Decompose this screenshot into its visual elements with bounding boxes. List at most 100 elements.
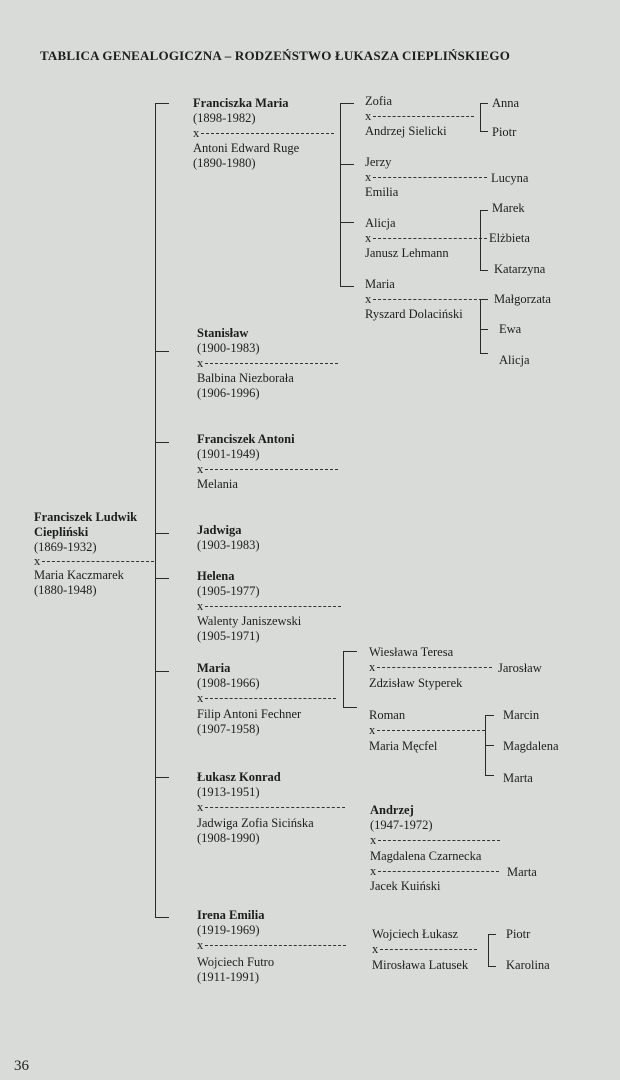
grandchild-spouse: Zdzisław Styperek	[369, 676, 463, 690]
grandchild-name: Andrzej	[370, 803, 414, 817]
marriage-line	[201, 133, 334, 134]
marriage-mark: x	[370, 864, 377, 878]
grandchild-name: Roman	[369, 708, 406, 722]
marriage-line	[373, 238, 487, 239]
marriage-mark: x	[365, 292, 372, 306]
marriage-line	[42, 561, 154, 562]
great-grandchild: Anna	[492, 96, 520, 110]
child-years: (1908-1966)	[197, 676, 260, 690]
child-spouse: Melania	[197, 477, 238, 491]
child-years: (1919-1969)	[197, 923, 260, 937]
grandchild-spouse: Andrzej Sielicki	[365, 124, 447, 138]
marriage-mark: x	[197, 800, 204, 814]
tick	[340, 222, 354, 223]
marriage-mark: x	[34, 554, 41, 568]
great-grandchild: Marta	[503, 771, 533, 785]
tick	[488, 934, 496, 935]
marriage-mark: x	[369, 660, 376, 674]
tick	[485, 775, 494, 776]
grandchild-spouse: Maria Męcfel	[369, 739, 438, 753]
tick	[155, 442, 169, 443]
tick	[480, 329, 488, 330]
tick	[155, 917, 169, 918]
marriage-mark: x	[197, 356, 204, 370]
child-name: Franciszek Antoni	[197, 432, 295, 446]
great-grandchild: Ewa	[499, 322, 522, 336]
child-name: Franciszka Maria	[193, 96, 289, 110]
marriage-mark: x	[197, 938, 204, 952]
child-spouse: Antoni Edward Ruge	[193, 141, 300, 155]
marriage-line	[378, 840, 500, 841]
child-spouse-years: (1905-1971)	[197, 629, 260, 643]
child-years: (1898-1982)	[193, 111, 256, 125]
child-years: (1913-1951)	[197, 785, 260, 799]
child-spouse-years: (1907-1958)	[197, 722, 260, 736]
grandchild-spouse: Janusz Lehmann	[365, 246, 449, 260]
tick	[340, 103, 354, 104]
child-spouse-years: (1908-1990)	[197, 831, 260, 845]
child-spouse: Jadwiga Zofia Sicińska	[197, 816, 314, 830]
grandchild-name: Jerzy	[365, 155, 392, 169]
child-name: Irena Emilia	[197, 908, 265, 922]
grandchild-spouse: Magdalena Czarnecka	[370, 849, 482, 863]
great-grandchild: Małgorzata	[494, 292, 551, 306]
grandchild-spouse: Jacek Kuiński	[370, 879, 441, 893]
marriage-line	[373, 177, 487, 178]
root-years: (1869-1932)	[34, 540, 97, 554]
great-grandchild: Piotr	[492, 125, 517, 139]
great-grandchild: Marek	[492, 201, 525, 215]
great-grandchild: Alicja	[499, 353, 530, 367]
marriage-line	[377, 667, 492, 668]
bracket	[480, 210, 481, 270]
child-name: Maria	[197, 661, 231, 675]
tick	[155, 578, 169, 579]
tick	[155, 533, 169, 534]
child-name: Łukasz Konrad	[197, 770, 281, 784]
child-spouse-years: (1906-1996)	[197, 386, 260, 400]
marriage-line	[205, 807, 345, 808]
great-grandchild: Marcin	[503, 708, 540, 722]
marriage-line	[377, 730, 485, 731]
bracket	[480, 103, 481, 131]
grandchild-name: Wiesława Teresa	[369, 645, 454, 659]
grandchild-name: Wojciech Łukasz	[372, 927, 459, 941]
root-name-line2: Ciepliński	[34, 525, 89, 539]
tick	[155, 351, 169, 352]
great-grandchild: Magdalena	[503, 739, 559, 753]
marriage-mark: x	[193, 126, 200, 140]
child-years: (1900-1983)	[197, 341, 260, 355]
tick	[155, 103, 169, 104]
tick	[340, 164, 354, 165]
grandchild-name: Maria	[365, 277, 395, 291]
tick	[480, 103, 488, 104]
child-spouse: Walenty Janiszewski	[197, 614, 302, 628]
tick	[343, 707, 357, 708]
marriage-mark: x	[197, 691, 204, 705]
child-years: (1903-1983)	[197, 538, 260, 552]
main-bracket	[155, 103, 156, 918]
marriage-line	[205, 606, 341, 607]
tick	[155, 671, 169, 672]
child-spouse: Balbina Niezborała	[197, 371, 294, 385]
grandchild-name: Zofia	[365, 94, 393, 108]
great-grandchild: Katarzyna	[494, 262, 546, 276]
great-grandchild: Lucyna	[491, 171, 529, 185]
tick	[485, 745, 494, 746]
great-grandchild: Piotr	[506, 927, 531, 941]
great-grandchild: Elżbieta	[489, 231, 530, 245]
tick	[480, 299, 488, 300]
grandchild-spouse: Emilia	[365, 185, 399, 199]
marriage-mark: x	[365, 170, 372, 184]
marriage-mark: x	[365, 231, 372, 245]
child-spouse-years: (1890-1980)	[193, 156, 256, 170]
page-title: TABLICA GENEALOGICZNA – RODZEŃSTWO ŁUKAS…	[40, 48, 511, 63]
marriage-mark: x	[197, 462, 204, 476]
tick	[480, 353, 488, 354]
marriage-mark: x	[370, 833, 377, 847]
tick	[480, 131, 488, 132]
marriage-line	[205, 363, 338, 364]
child-years: (1901-1949)	[197, 447, 260, 461]
marriage-line	[380, 949, 477, 950]
bracket	[340, 103, 341, 287]
marriage-mark: x	[197, 599, 204, 613]
